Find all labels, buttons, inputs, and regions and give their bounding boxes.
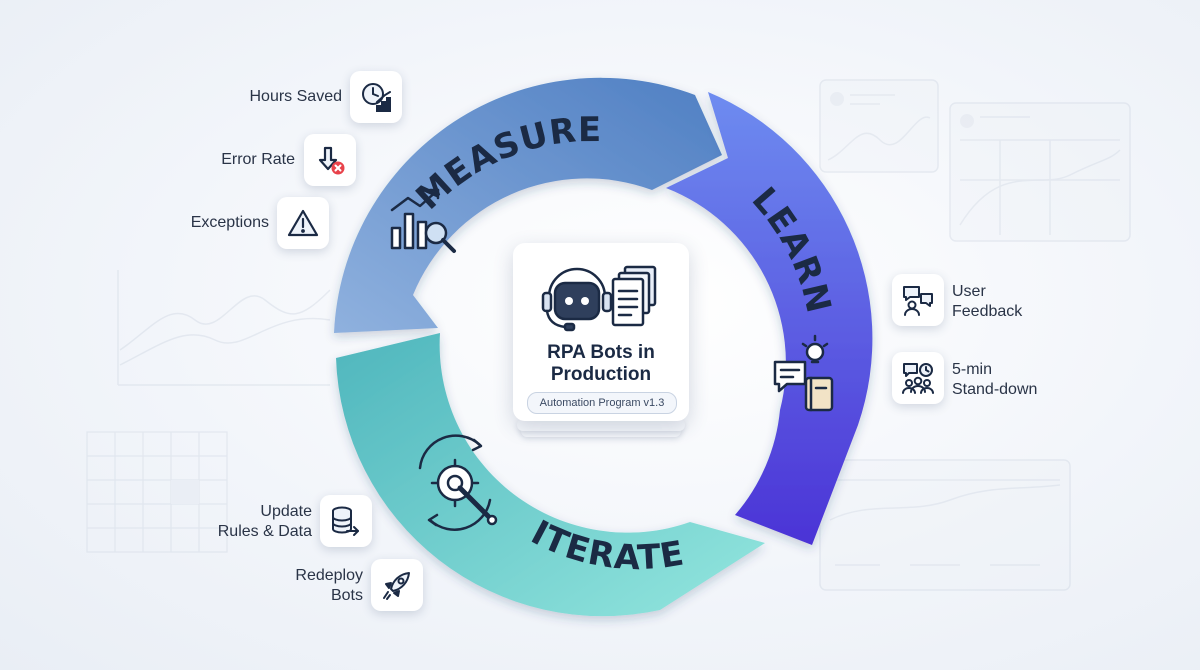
user-feedback-badge	[892, 274, 944, 326]
rocket-icon	[383, 572, 410, 600]
standdown-line1: 5-min	[952, 361, 993, 378]
bg-dashboard-card-top	[819, 79, 1131, 242]
learn-arrow	[666, 92, 873, 545]
center-title-line1: RPA Bots in	[547, 342, 655, 363]
standdown-badge	[892, 352, 944, 404]
error-rate-label: Error Rate	[221, 151, 295, 168]
center-subtitle-pill: Automation Program v1.3	[527, 392, 677, 414]
update-rules-label: Update Rules & Data	[190, 502, 312, 542]
update-line1: Update	[260, 503, 312, 520]
redeploy-label: Redeploy Bots	[253, 566, 363, 606]
hours-saved-badge	[350, 71, 402, 123]
measure-arrow	[334, 77, 722, 334]
gear-wrench-cycle-icon	[418, 434, 498, 531]
standdown-line2: Stand-down	[952, 381, 1038, 398]
iterate-arrow	[336, 333, 765, 617]
database-arrow-icon	[332, 506, 359, 536]
user-feedback-label: User Feedback	[952, 282, 1072, 322]
bg-line-chart-left	[117, 270, 331, 386]
chart-magnifier-icon	[390, 188, 456, 253]
standdown-label: 5-min Stand-down	[952, 360, 1092, 400]
user-feedback-line2: Feedback	[952, 303, 1023, 320]
exceptions-badge	[277, 197, 329, 249]
team-clock-icon	[902, 363, 934, 394]
redeploy-line2: Bots	[330, 587, 363, 604]
center-title: RPA Bots in Production	[513, 342, 689, 386]
warning-icon	[287, 209, 319, 237]
update-line2: Rules & Data	[217, 523, 312, 540]
user-feedback-line1: User	[952, 283, 986, 300]
center-card-stack: RPA Bots in Production Automation Progra…	[513, 243, 689, 437]
down-arrow-error-icon	[318, 146, 345, 175]
bg-dashboard-card-bottom	[819, 459, 1071, 591]
clock-chart-icon	[362, 83, 391, 112]
card-sheet-middle	[517, 419, 685, 431]
robot-documents-icon	[541, 265, 657, 332]
redeploy-line1: Redeploy	[295, 567, 363, 584]
chat-user-icon	[903, 286, 933, 316]
redeploy-badge	[371, 559, 423, 611]
center-card: RPA Bots in Production Automation Progra…	[513, 243, 689, 421]
idea-notebook-icon	[773, 334, 834, 412]
bg-grid-left	[86, 431, 228, 553]
hours-saved-label: Hours Saved	[249, 88, 343, 105]
center-title-line2: Production	[550, 364, 652, 385]
exceptions-label: Exceptions	[190, 214, 269, 231]
error-rate-badge	[304, 134, 356, 186]
update-rules-badge	[320, 495, 372, 547]
